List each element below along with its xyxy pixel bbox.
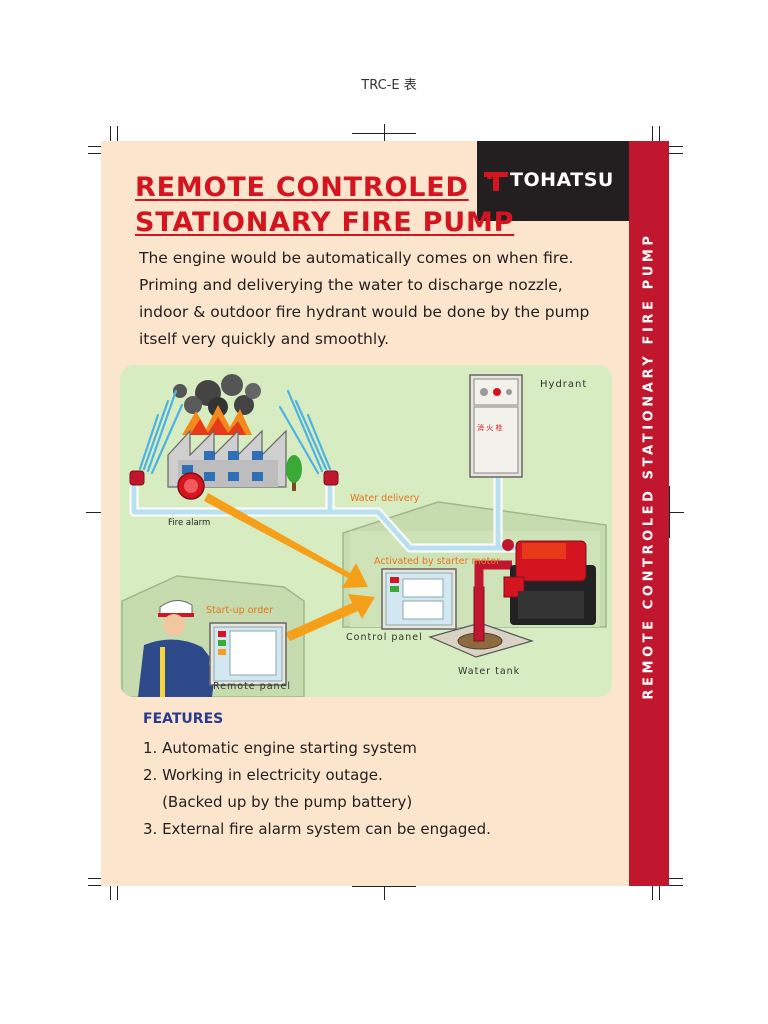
hydrant-cabinet-icon [469, 374, 523, 478]
feature-item: 1. Automatic engine starting system [143, 739, 417, 757]
features-heading: FEATURES [143, 711, 224, 727]
firefighter-icon [138, 600, 223, 697]
diagram-illustration [121, 374, 607, 697]
tohatsu-mark-icon [484, 172, 508, 191]
intro-line: indoor & outdoor fire hydrant would be d… [139, 303, 590, 321]
intro-line: Priming and deliverying the water to dis… [139, 276, 563, 294]
fire-alarm-bell-icon [177, 472, 205, 500]
label-activated: Activated by starter motor [374, 556, 501, 567]
feature-item: 2. Working in electricity outage. [143, 766, 383, 784]
signal-arrow-icon [204, 493, 375, 641]
burning-factory-icon [167, 374, 287, 488]
page-title-line-2: STATIONARY FIRE PUMP [135, 207, 515, 238]
tree-icon [286, 455, 302, 491]
label-startup-order: Start-up order [206, 605, 274, 616]
feature-item: (Backed up by the pump battery) [143, 793, 413, 811]
intro-paragraph: The engine would be automatically comes … [139, 245, 609, 353]
label-fire-alarm: Fire alarm [168, 518, 211, 528]
label-water-delivery: Water delivery [350, 493, 420, 504]
label-water-tank: Water tank [458, 666, 521, 677]
water-spray-icon [138, 389, 332, 475]
feature-item: 3. External fire alarm system can be eng… [143, 820, 491, 838]
page-title-line-1: REMOTE CONTROLED [135, 172, 469, 203]
page-code: TRC-E 表 [361, 78, 417, 93]
tohatsu-logo [477, 141, 629, 221]
fire-pump-engine-icon [502, 539, 596, 625]
intro-line: itself very quickly and smoothly. [139, 330, 390, 348]
label-hydrant-sign: 消 火 栓 [477, 424, 503, 432]
label-hydrant: Hydrant [540, 379, 588, 390]
intro-line: The engine would be automatically comes … [139, 249, 574, 267]
label-control-panel: Control panel [346, 632, 423, 643]
system-diagram: Hydrant 消 火 栓 Fire alarm Water delivery … [120, 365, 612, 697]
label-remote-panel: Remote panel [213, 681, 292, 692]
control-panel-icon [381, 568, 457, 630]
remote-panel-icon [209, 622, 287, 686]
water-tank-icon [428, 560, 534, 658]
side-band [629, 141, 669, 886]
logo-text: TOHATSU [510, 169, 614, 191]
